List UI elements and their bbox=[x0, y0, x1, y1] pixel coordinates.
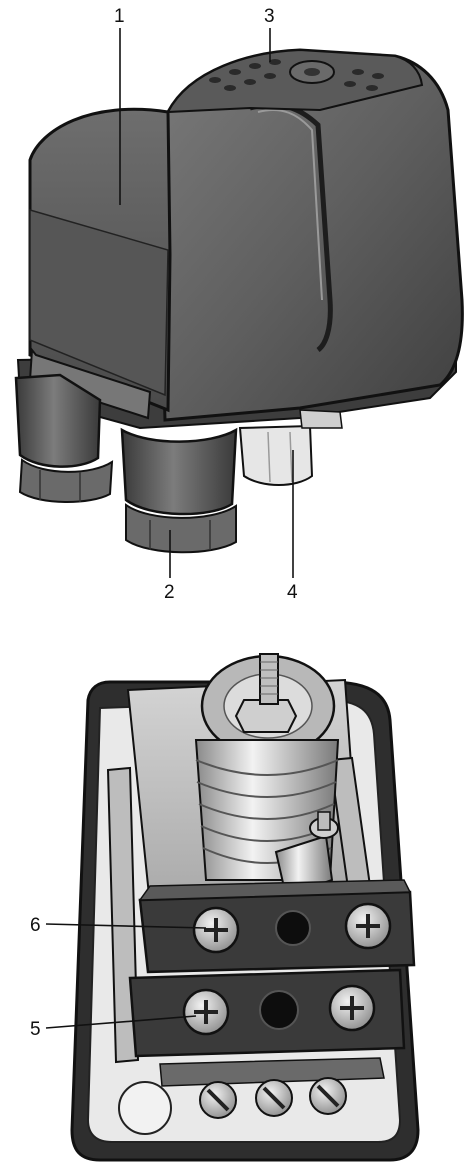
vent-holes bbox=[209, 59, 384, 91]
terminal-block-lower bbox=[128, 968, 406, 1058]
cover-top bbox=[166, 48, 424, 114]
threaded-rod bbox=[259, 653, 279, 705]
callouts: 1 3 2 4 6 5 bbox=[30, 6, 298, 1040]
callout-1: 1 bbox=[114, 6, 125, 27]
callout-5: 5 bbox=[30, 1019, 41, 1040]
cover-ridge-highlight bbox=[257, 109, 323, 301]
terminal-hole-lower bbox=[259, 990, 299, 1030]
cable-entry-hole bbox=[118, 1081, 172, 1135]
cable-gland-left bbox=[14, 373, 114, 503]
adjust-nut bbox=[234, 699, 298, 733]
terminal-block-upper bbox=[138, 879, 416, 974]
terminal-hole-upper bbox=[275, 910, 311, 946]
callout-2: 2 bbox=[164, 582, 175, 603]
exterior-view bbox=[14, 48, 464, 554]
callout-4: 4 bbox=[287, 582, 298, 603]
leader-6 bbox=[45, 923, 207, 929]
cable-gland-right bbox=[120, 427, 238, 554]
earth-terminals bbox=[159, 1057, 385, 1119]
small-spring bbox=[274, 811, 339, 898]
cover-front-panel bbox=[29, 209, 169, 397]
interior-view bbox=[70, 653, 420, 1162]
leader-5 bbox=[45, 1015, 197, 1029]
adjust-screw-cap-center bbox=[304, 68, 320, 76]
callout-6: 6 bbox=[30, 915, 41, 936]
pressure-connector bbox=[238, 409, 343, 486]
callout-3: 3 bbox=[264, 6, 275, 27]
cover-latch bbox=[28, 347, 152, 420]
